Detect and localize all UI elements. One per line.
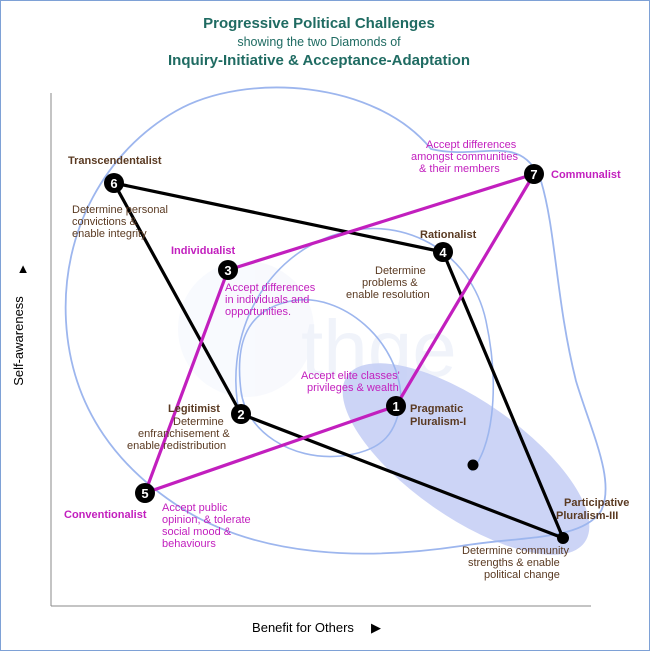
node-2-circle	[231, 404, 251, 424]
label-rationalist: Rationalist	[420, 229, 477, 241]
diagram-title: Progressive Political Challenges	[203, 15, 435, 32]
label-individualist: Individualist	[171, 245, 236, 257]
note-node-4-line: problems &	[362, 277, 418, 289]
node-6: 6	[104, 173, 124, 193]
middle-spiral-curve	[235, 227, 494, 472]
note-node-5: Accept public opinion, & tolerate social…	[162, 502, 251, 550]
inner-loop-curve	[238, 298, 402, 458]
note-node-1-line: Accept elite classes'	[301, 370, 400, 382]
label-pragmatic: Pragmatic	[410, 403, 463, 415]
note-node-2: Determine enfranchisement & enable redis…	[127, 416, 230, 452]
y-axis-arrow-icon: ▲	[17, 261, 30, 276]
note-node-8-line: political change	[484, 569, 560, 581]
y-axis-label-group: Self-awareness	[11, 296, 26, 386]
node-3: 3	[218, 260, 238, 280]
note-node-7-line: amongst communities	[411, 151, 518, 163]
outer-spiral-curve	[64, 86, 607, 555]
note-node-1: Accept elite classes' privileges & wealt…	[301, 370, 400, 394]
note-node-4: Determine problems & enable resolution	[346, 265, 430, 301]
note-node-3: Accept differences in individuals and op…	[225, 282, 316, 318]
node-4: 4	[433, 242, 453, 262]
node-7-number: 7	[530, 167, 537, 182]
note-node-6-line: enable integrity	[72, 228, 147, 240]
note-node-6-line: Determine personal	[72, 204, 168, 216]
note-node-8-line: strengths & enable	[468, 557, 560, 569]
label-participative: Participative	[564, 497, 629, 509]
note-node-1-line: privileges & wealth	[307, 382, 399, 394]
x-axis-arrow-icon: ▶	[371, 620, 381, 635]
node-1-number: 1	[392, 399, 399, 414]
x-axis-label: Benefit for Others	[252, 620, 354, 635]
note-node-8: Determine community strengths & enable p…	[462, 545, 569, 581]
node-5-circle	[135, 483, 155, 503]
note-node-2-line: enfranchisement &	[138, 428, 230, 440]
note-node-3-line: in individuals and	[225, 294, 309, 306]
node-2: 2	[231, 404, 251, 424]
note-node-6-line: convictions &	[72, 216, 137, 228]
note-node-5-line: social mood &	[162, 526, 232, 538]
label-transcendentalist: Transcendentalist	[68, 155, 162, 167]
node-1-circle	[386, 396, 406, 416]
label-pluralism-i: Pluralism-I	[410, 416, 466, 428]
node-4-number: 4	[439, 245, 447, 260]
note-node-3-line: opportunities.	[225, 306, 291, 318]
note-node-8-line: Determine community	[462, 545, 569, 557]
node-8-dot	[557, 532, 569, 544]
note-node-4-line: enable resolution	[346, 289, 430, 301]
note-node-7-line: & their members	[419, 163, 500, 175]
label-communalist: Communalist	[551, 169, 621, 181]
note-node-3-line: Accept differences	[225, 282, 316, 294]
label-conventionalist: Conventionalist	[64, 509, 147, 521]
node-4-circle	[433, 242, 453, 262]
node-7: 7	[524, 164, 544, 184]
note-node-6: Determine personal convictions & enable …	[72, 204, 168, 240]
node-5: 5	[135, 483, 155, 503]
note-node-2-line: enable redistribution	[127, 440, 226, 452]
note-node-7-line: Accept differences	[426, 139, 517, 151]
note-node-5-line: opinion, & tolerate	[162, 514, 251, 526]
note-node-5-line: Accept public	[162, 502, 228, 514]
note-node-2-line: Determine	[173, 416, 224, 428]
label-legitimist: Legitimist	[168, 403, 220, 415]
note-node-5-line: behaviours	[162, 538, 216, 550]
diagram-subtitle: showing the two Diamonds of	[237, 35, 401, 49]
note-node-7: Accept differences amongst communities &…	[411, 139, 518, 175]
y-axis-label: Self-awareness	[11, 296, 26, 386]
node-5-number: 5	[141, 486, 148, 501]
note-node-4-line: Determine	[375, 265, 426, 277]
node-3-number: 3	[224, 263, 231, 278]
node-2-number: 2	[237, 407, 244, 422]
node-6-number: 6	[110, 176, 117, 191]
node-7-circle	[524, 164, 544, 184]
centroid-dot	[467, 459, 479, 471]
node-3-circle	[218, 260, 238, 280]
diagram-subtitle-2: Inquiry-Initiative & Acceptance-Adaptati…	[168, 52, 470, 69]
label-pluralism-iii: Pluralism-III	[556, 510, 618, 522]
node-1: 1	[386, 396, 406, 416]
node-6-circle	[104, 173, 124, 193]
